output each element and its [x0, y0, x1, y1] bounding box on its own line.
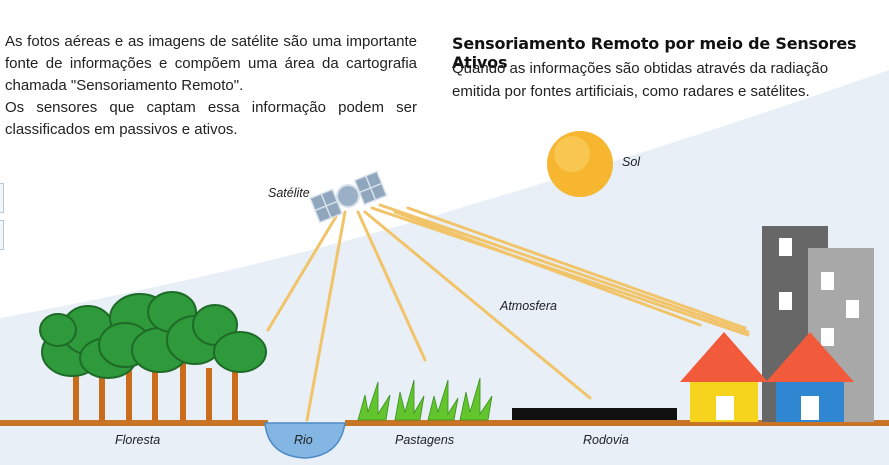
panel-title: Sensoriamento Remoto por meio de Sensore… — [452, 34, 857, 72]
edge-tab — [0, 220, 4, 250]
edge-tab — [0, 183, 4, 213]
forest-canopy — [39, 291, 267, 379]
forest-label: Floresta — [115, 433, 161, 447]
intro-paragraph-1: As fotos aéreas e as imagens de satélite… — [5, 33, 417, 94]
pasture-grass — [357, 377, 493, 421]
sun-label: Sol — [622, 155, 641, 169]
ground-line — [0, 420, 268, 426]
ground-line-right — [345, 420, 889, 426]
house-blue — [766, 332, 854, 422]
pasture-label: Pastagens — [395, 433, 455, 447]
intro-text: As fotos aéreas e as imagens de satélite… — [5, 31, 417, 141]
radar-beams — [266, 203, 750, 422]
highway-label: Rodovia — [583, 433, 629, 447]
intro-paragraph-2: Os sensores que captam essa informação p… — [5, 99, 417, 138]
river — [264, 422, 346, 459]
panel-description: Quando as informações são obtidas atravé… — [452, 60, 829, 100]
house-yellow — [680, 332, 768, 422]
atmosphere-label: Atmosfera — [500, 299, 557, 313]
sun-icon — [547, 131, 613, 197]
satellite-icon — [309, 170, 388, 224]
river-label: Rio — [294, 433, 313, 447]
forest-trunks — [73, 352, 238, 421]
satellite-label: Satélite — [268, 186, 310, 200]
highway — [512, 408, 677, 420]
